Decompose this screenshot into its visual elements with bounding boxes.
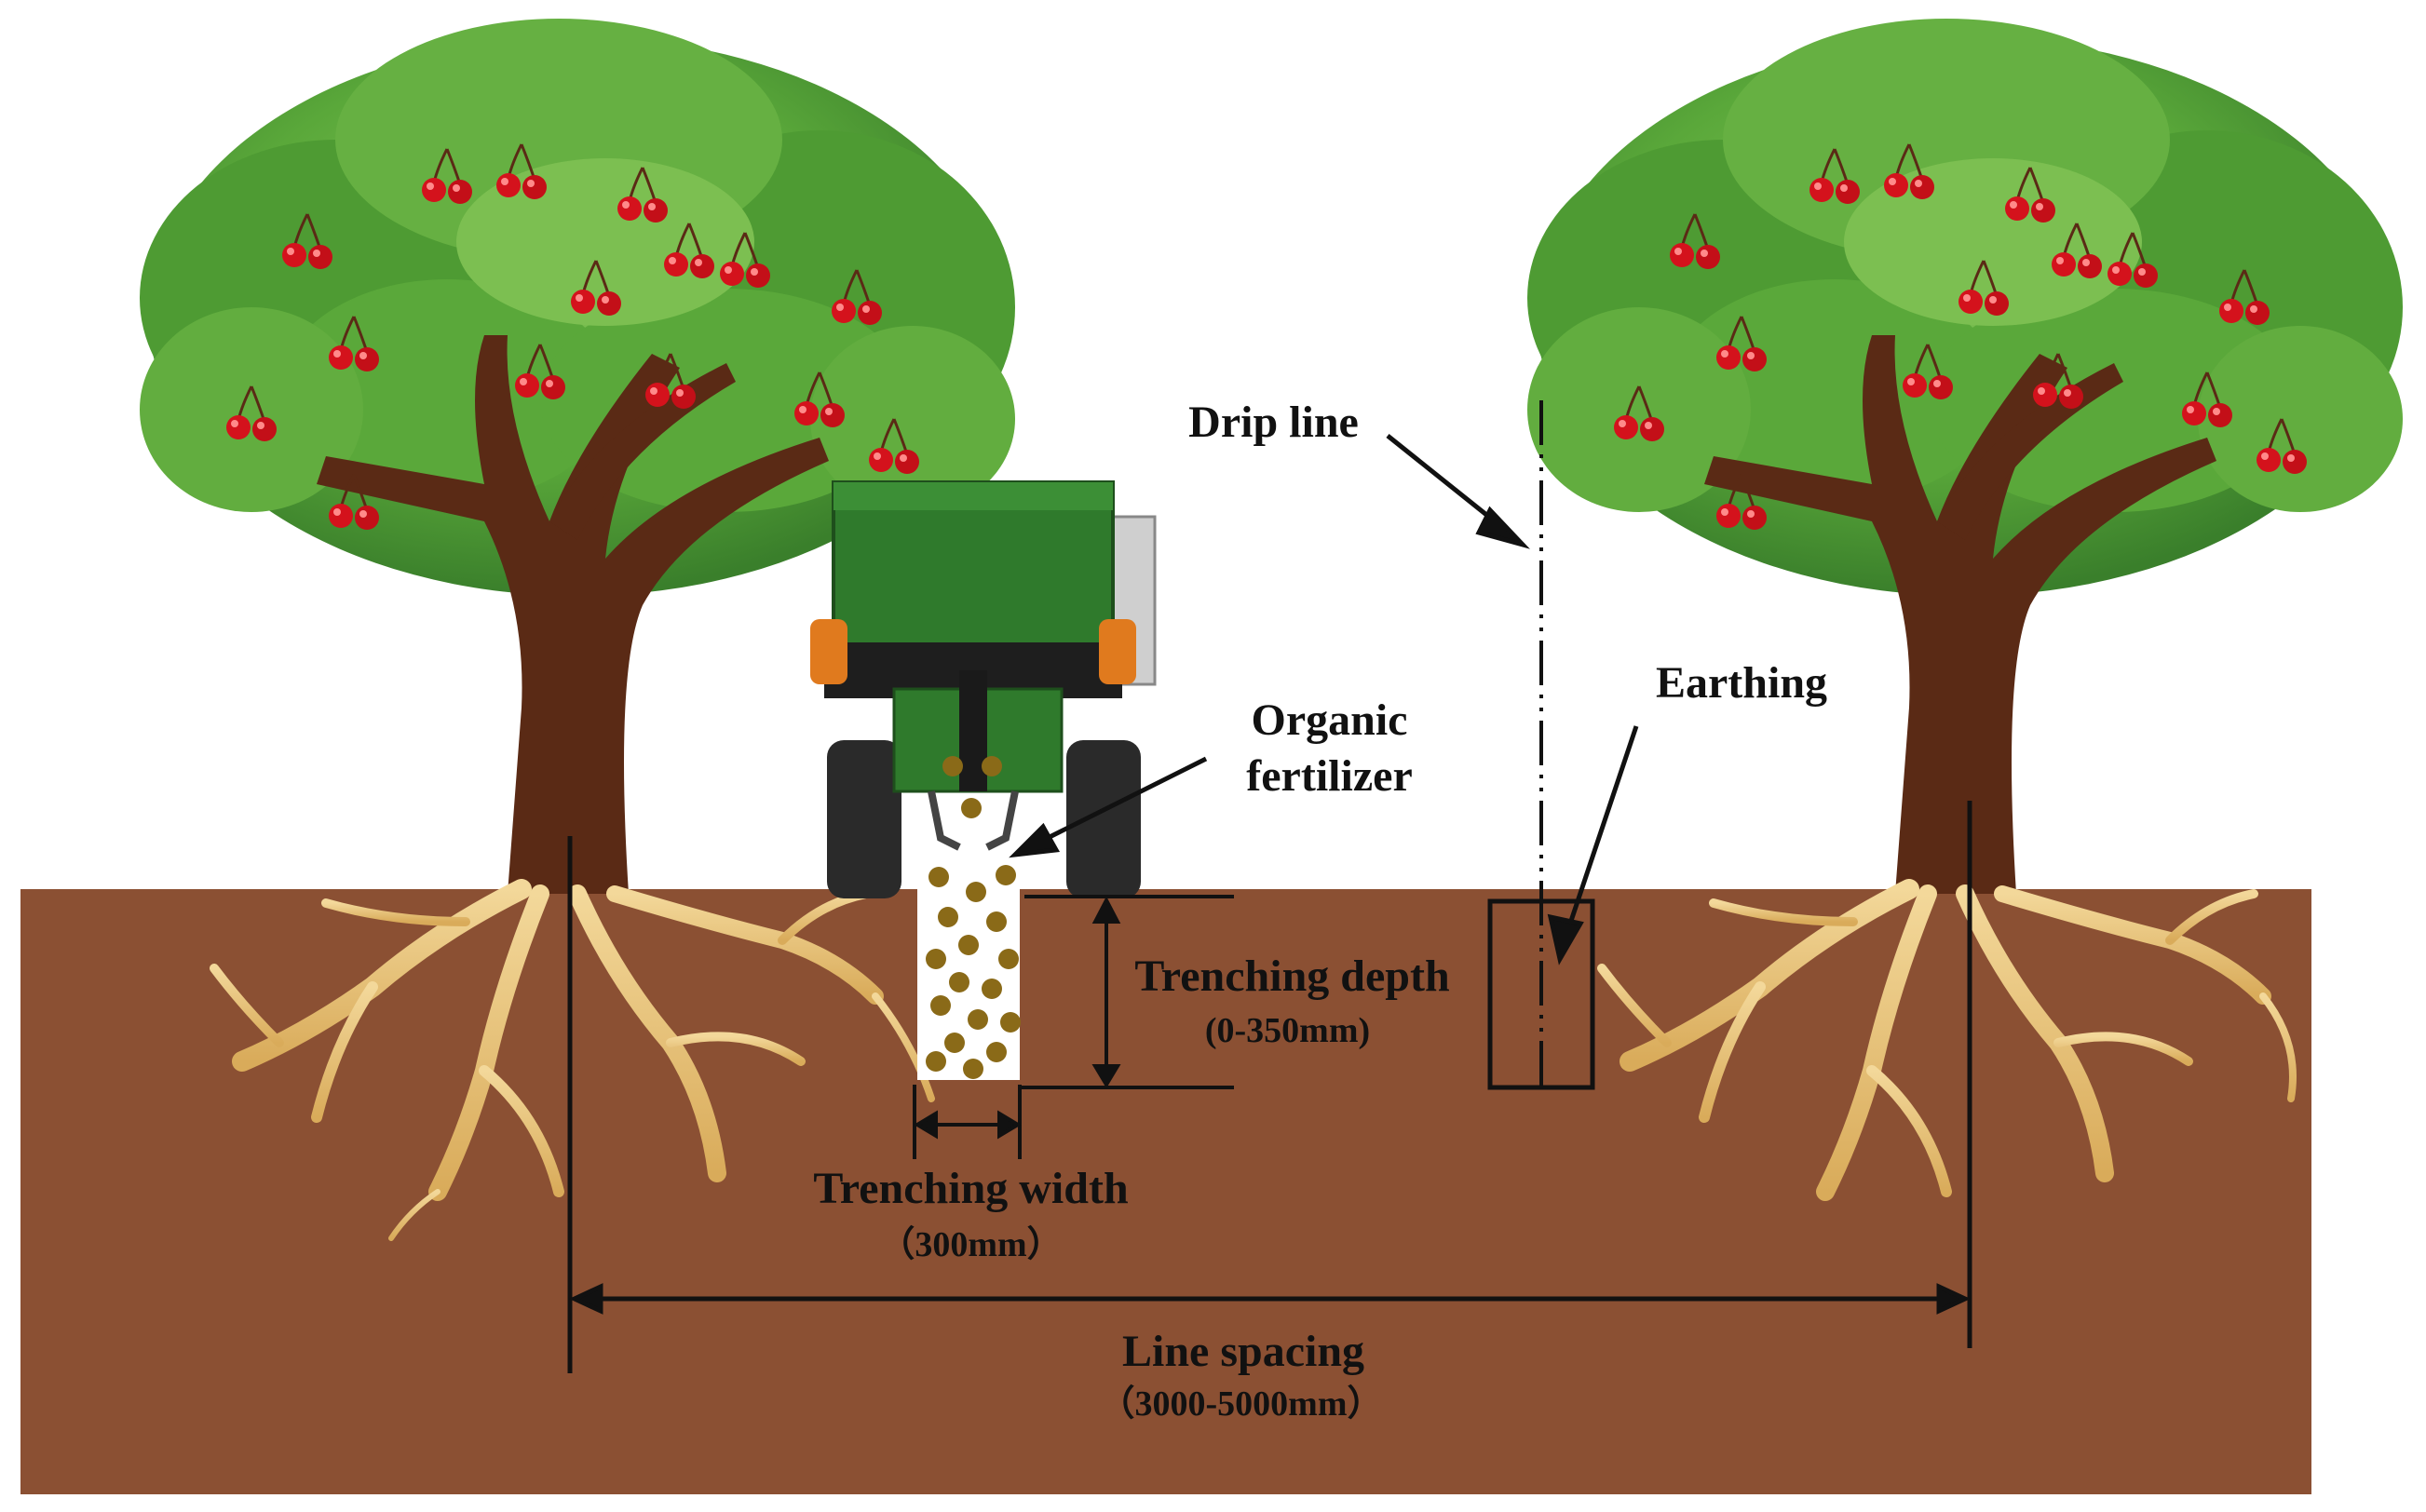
fertilizer-pellet [958, 935, 979, 955]
fertilizer-pellet [938, 907, 958, 927]
fertilizer-pellets [926, 865, 1021, 1079]
left-tree [140, 19, 1015, 1241]
soil-ground [20, 889, 2311, 1494]
fertilizer-pellet [1000, 1012, 1021, 1033]
fertilizer-pellet [944, 1033, 965, 1053]
organic-fertilizer-label-line2: fertilizer [1246, 751, 1413, 801]
fertilizer-pellet [998, 949, 1019, 969]
trenching-depth-dimension [1020, 895, 1234, 1089]
left-tree-roots [210, 879, 935, 1241]
earthing-label: Earthing [1655, 658, 1828, 708]
line-spacing-dimension [567, 801, 1972, 1373]
trenching-depth-range: (0-350mm) [1204, 1011, 1371, 1050]
fertilizer-pellet [926, 1051, 946, 1072]
trenching-machine [810, 480, 1157, 898]
machine-right-track [1066, 740, 1141, 898]
trenching-width-label: Trenching width [813, 1164, 1129, 1213]
fertilizer-pellet [930, 995, 951, 1016]
machine-left-track [827, 740, 901, 898]
drip-line-label: Drip line [1188, 398, 1359, 447]
right-tree-roots [1597, 879, 2297, 1201]
annotation-arrows [1009, 434, 1639, 965]
trenching-width-value: （300mm） [879, 1225, 1063, 1264]
fertilizer-pellet [926, 949, 946, 969]
line-spacing-range: （3000-5000mm） [1099, 1384, 1383, 1424]
organic-fertilizer-label-line1: Organic [1251, 695, 1408, 745]
fertilizer-pellet [986, 1042, 1007, 1062]
fertilizer-pellet [968, 1009, 988, 1030]
fertilizer-pellet [928, 867, 949, 887]
fertilizer-pellet [949, 972, 969, 992]
line-spacing-label: Line spacing [1121, 1327, 1365, 1376]
fertilizer-pellet [963, 1059, 983, 1079]
machine-hopper [832, 480, 1115, 661]
trenching-depth-label: Trenching depth [1134, 952, 1450, 1001]
fertilizer-pellet [986, 911, 1007, 932]
fertilizer-pellet [996, 865, 1016, 885]
fertilizer-pellet [982, 979, 1002, 999]
trenching-width-dimension [913, 1085, 1022, 1159]
right-tree [1527, 19, 2403, 1201]
fertilizer-pellet [966, 882, 986, 902]
